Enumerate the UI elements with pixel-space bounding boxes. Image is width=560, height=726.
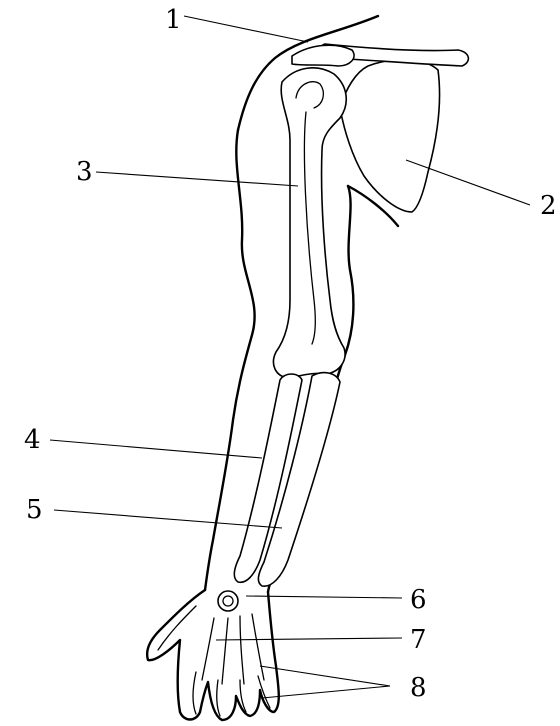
- clavicle: [292, 45, 354, 66]
- leader-line-8a: [260, 666, 390, 686]
- callout-8: 8: [410, 673, 427, 703]
- leader-line-3: [96, 172, 298, 186]
- forearm-bones: [234, 373, 340, 587]
- metacarpal-4: [252, 614, 264, 680]
- phalanx-2: [217, 680, 220, 716]
- phalanx-1: [193, 672, 196, 714]
- arm-back-outline: [205, 130, 255, 590]
- humerus: [273, 68, 346, 378]
- callout-1: 1: [165, 5, 182, 35]
- callout-2: 2: [540, 191, 557, 221]
- callout-5: 5: [26, 495, 43, 525]
- metacarpal-2: [222, 618, 228, 684]
- wrist-carpal: [218, 591, 238, 611]
- hand: [147, 590, 279, 720]
- scapula: [321, 44, 469, 212]
- leader-line-8b: [262, 686, 390, 698]
- metacarpal-3: [240, 616, 244, 684]
- leader-line-5: [54, 510, 282, 528]
- callout-7: 7: [410, 625, 427, 655]
- callout-4: 4: [24, 425, 41, 455]
- leader-line-7: [216, 638, 402, 640]
- callout-3: 3: [76, 157, 93, 187]
- metacarpal-1: [202, 618, 214, 680]
- leader-line-1: [184, 16, 308, 42]
- humerus-shaft: [273, 68, 346, 378]
- callout-6: 6: [410, 585, 427, 615]
